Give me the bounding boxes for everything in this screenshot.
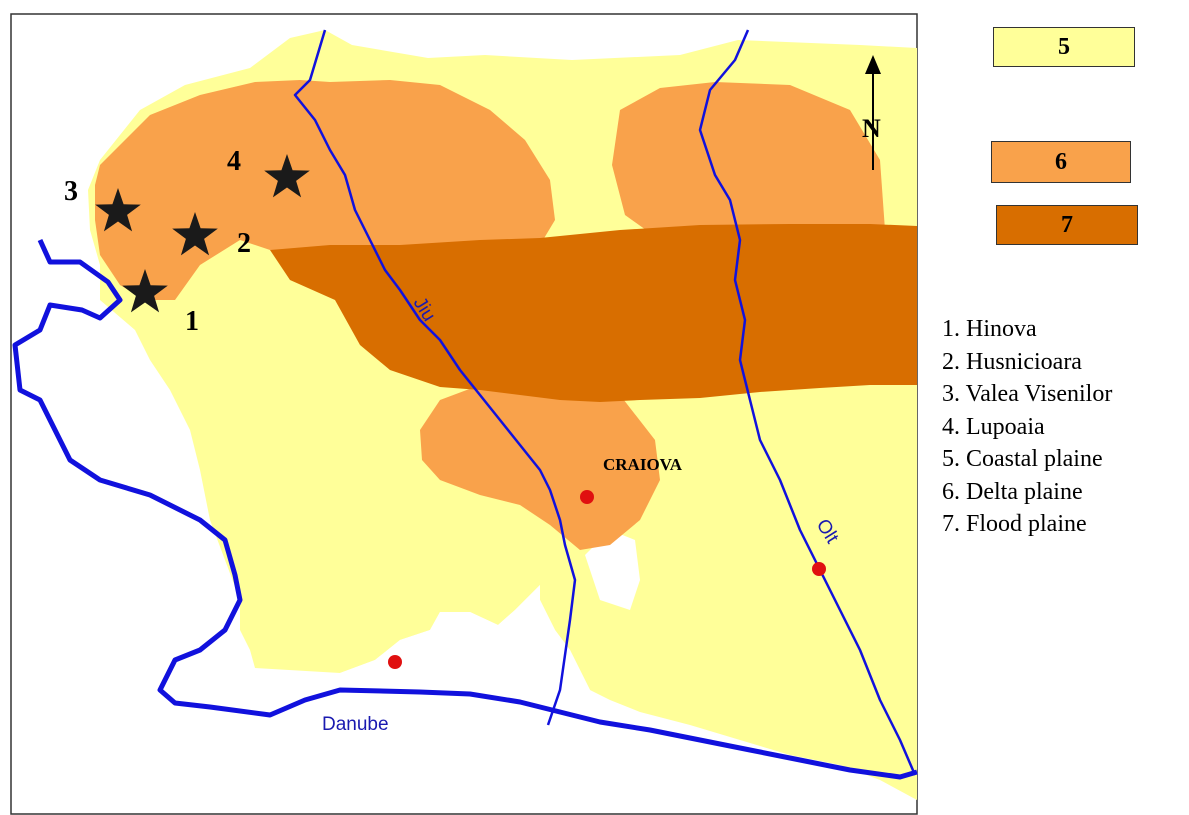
site-number-4: 4 [227,146,241,177]
danube-label: Danube [322,714,389,735]
legend-item: 5. Coastal plaine [942,446,1103,472]
olt-river [698,29,917,776]
legend-item: 6. Delta plaine [942,478,1083,505]
legend-item: 2. Husnicioara [942,348,1082,375]
legend-item: 4. Lupoaia [942,413,1045,440]
north-label: N [862,114,881,143]
site-star-2 [172,212,218,256]
legend-box-label: 5 [1058,33,1070,60]
delta-plain-craiova [420,385,660,550]
site-number-3: 3 [64,176,78,207]
legend-box-label: 7 [1061,211,1073,238]
legend-item: 1. Hinova [942,316,1037,342]
legend-box-delta: 6 [991,141,1131,183]
legend-item: 7. Flood plaine [942,511,1087,537]
flood-plain-area [270,224,917,402]
town-dot-olt [812,562,826,576]
craiova-label: CRAIOVA [603,455,683,474]
north-arrow-icon [865,55,881,170]
lowland-inlet [330,585,590,700]
site-number-1: 1 [185,306,199,337]
site-star-4 [264,154,310,198]
town-dot-danube [388,655,402,669]
legend-box-coastal: 5 [993,27,1135,67]
delta-plain-east [612,82,885,240]
legend-box-label: 6 [1055,148,1067,175]
site-number-2: 2 [237,228,251,259]
craiova-dot [580,490,594,504]
site-star-1 [122,269,168,313]
legend-box-flood: 7 [996,205,1138,245]
legend-item: 3. Valea Visenilor [942,381,1113,407]
jiu-river [293,29,577,726]
white-notch [585,530,640,610]
legend-list: 1. Hinova 2. Husnicioara 3. Valea Viseni… [942,313,1112,541]
danube-river [12,238,918,780]
site-star-3 [95,188,141,232]
